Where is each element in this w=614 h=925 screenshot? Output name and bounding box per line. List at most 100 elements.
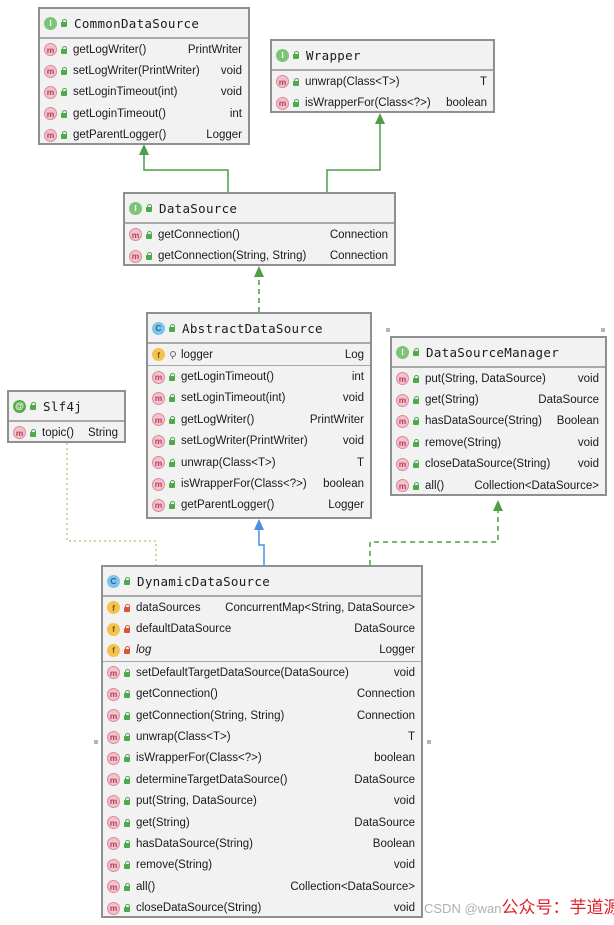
member-name: log bbox=[136, 644, 152, 657]
method-icon: m bbox=[396, 457, 409, 471]
member-type: void bbox=[342, 435, 364, 448]
class-icon: C bbox=[152, 321, 165, 335]
class-name: CommonDataSource bbox=[74, 15, 200, 31]
member-name: defaultDataSource bbox=[136, 623, 232, 636]
interface-icon: I bbox=[129, 201, 142, 215]
public-icon bbox=[412, 438, 420, 447]
public-icon bbox=[60, 109, 68, 118]
method-icon: m bbox=[107, 730, 120, 744]
public-icon bbox=[123, 668, 131, 677]
datasource-extends-wrapper bbox=[326, 116, 381, 192]
member-name: getLoginTimeout() bbox=[181, 371, 274, 384]
public-icon bbox=[123, 775, 131, 784]
member-type: ConcurrentMap<String, DataSource> bbox=[225, 601, 415, 614]
method-icon: m bbox=[107, 880, 120, 894]
member-name: getConnection(String, String) bbox=[136, 709, 285, 722]
public-icon bbox=[123, 577, 131, 585]
public-icon bbox=[123, 882, 131, 891]
abstract-datasource-header: C AbstractDataSource bbox=[148, 314, 370, 343]
method-icon: m bbox=[107, 816, 120, 830]
field-icon: f bbox=[107, 643, 120, 657]
method-icon: m bbox=[129, 249, 142, 263]
arrowhead-manager bbox=[493, 500, 503, 511]
member-type: void bbox=[577, 372, 599, 385]
private-lock-icon bbox=[123, 603, 131, 612]
public-icon bbox=[60, 19, 68, 27]
member-type: Connection bbox=[356, 688, 415, 701]
class-name: DynamicDataSource bbox=[137, 573, 271, 589]
method-icon: m bbox=[107, 666, 120, 680]
member-name: remove(String) bbox=[425, 436, 502, 449]
method-icon: m bbox=[152, 391, 165, 405]
method-icon: m bbox=[152, 456, 165, 470]
common-datasource-header: I CommonDataSource bbox=[40, 9, 248, 38]
datasource-header: I DataSource bbox=[125, 194, 394, 223]
member-name: get(String) bbox=[425, 394, 479, 407]
method-icon: m bbox=[276, 75, 289, 89]
member-name: getLogWriter() bbox=[73, 43, 147, 56]
class-name: DataSourceManager bbox=[426, 344, 560, 360]
member-type: boolean bbox=[323, 478, 364, 491]
member-type: T bbox=[407, 731, 415, 744]
member-type: Boolean bbox=[372, 837, 415, 850]
field-icon: f bbox=[107, 601, 120, 615]
public-icon bbox=[168, 501, 176, 510]
method-icon: m bbox=[129, 228, 142, 242]
class-name: Slf4j bbox=[43, 398, 83, 414]
arrowhead-common bbox=[139, 144, 149, 155]
member-name: isWrapperFor(Class<?>) bbox=[136, 752, 262, 765]
member-name: all() bbox=[425, 479, 445, 492]
datasource-extends-common bbox=[143, 146, 229, 192]
member-name: get(String) bbox=[136, 816, 190, 829]
